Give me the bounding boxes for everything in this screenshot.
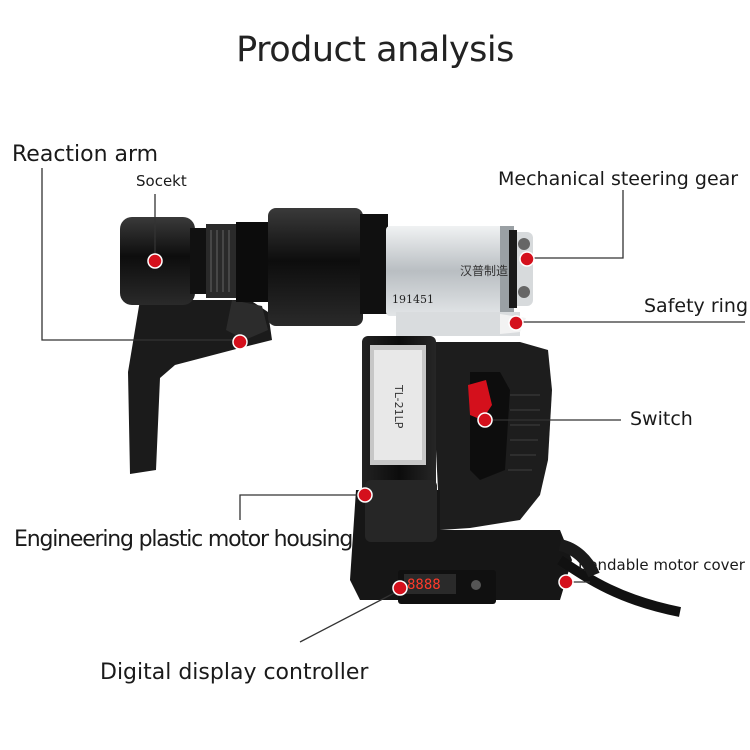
motor-housing-part: 8888 <box>350 480 572 604</box>
steering-gear-marker <box>519 251 535 267</box>
motor-cover-label: Bendable motor cover <box>578 556 745 574</box>
cable-part <box>557 555 681 617</box>
callout-markers <box>147 251 574 596</box>
reaction-arm-marker <box>232 334 248 350</box>
socket-marker <box>147 253 163 269</box>
socket-part <box>120 217 238 305</box>
leader-lines <box>41 168 745 643</box>
motor-cover-marker <box>558 574 574 590</box>
motor-housing-label: Engineering plastic motor housing <box>14 527 353 552</box>
switch-marker <box>477 412 493 428</box>
page-title: Product analysis <box>236 30 514 70</box>
brand-logo-text: 汉普制造 <box>460 264 508 278</box>
reaction-arm-label: Reaction arm <box>12 142 159 167</box>
handle-part <box>436 342 552 530</box>
model-text: TL-21LP <box>392 384 405 429</box>
reaction-arm-part <box>128 300 272 474</box>
safety-ring-label: Safety ring <box>644 295 749 317</box>
display-digits: 8888 <box>407 577 441 593</box>
safety-ring-part <box>396 312 526 336</box>
display-controller-label: Digital display controller <box>100 660 369 685</box>
serial-text: 191451 <box>392 293 434 306</box>
socket-label: Socekt <box>136 172 187 190</box>
steering-gear-housing: 191451 汉普制造 <box>386 226 533 316</box>
gearbox-part <box>236 208 388 326</box>
display-marker <box>392 580 408 596</box>
safety-ring-marker <box>508 315 524 331</box>
switch-label: Switch <box>630 408 693 430</box>
motor-housing-marker <box>357 487 373 503</box>
steering-gear-label: Mechanical steering gear <box>498 168 739 190</box>
